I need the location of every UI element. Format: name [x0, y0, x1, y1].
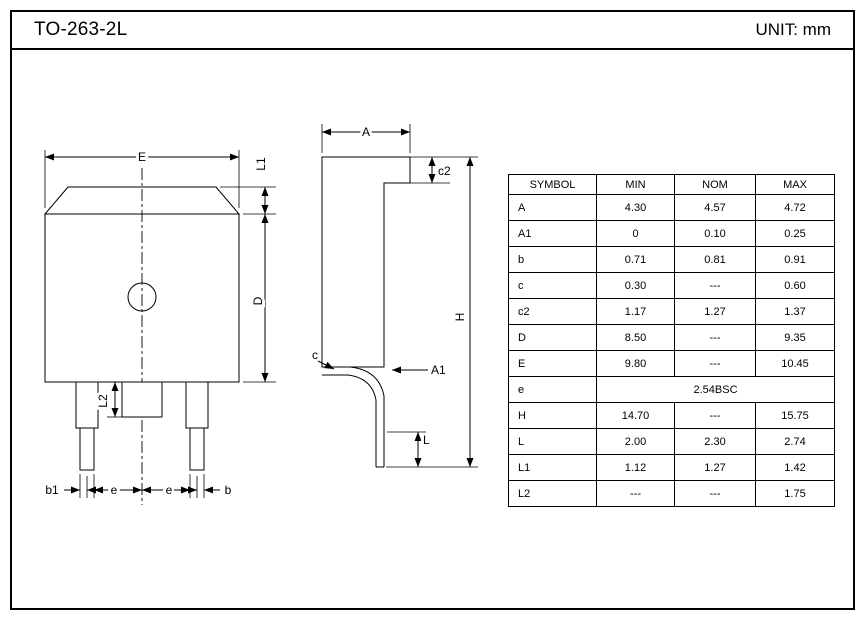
dim-label-e-right: e	[166, 483, 173, 497]
table-row: D 8.50 --- 9.35	[508, 324, 835, 351]
col-header-nom: NOM	[674, 174, 756, 195]
dim-label-A: A	[362, 125, 370, 139]
cell-max: 0.25	[755, 220, 835, 247]
col-header-min: MIN	[596, 174, 675, 195]
cell-nom: 1.27	[674, 454, 756, 481]
cell-symbol: L	[508, 428, 597, 455]
cell-min: 1.17	[596, 298, 675, 325]
cell-symbol: c	[508, 272, 597, 299]
dim-label-H: H	[453, 313, 467, 322]
cell-nom: ---	[674, 402, 756, 429]
cell-symbol: L1	[508, 454, 597, 481]
table-row: L1 1.12 1.27 1.42	[508, 454, 835, 481]
dimension-table: SYMBOL MIN NOM MAX A 4.30 4.57 4.72 A1 0…	[508, 174, 835, 507]
table-header-row: SYMBOL MIN NOM MAX	[508, 174, 835, 195]
table-row: b 0.71 0.81 0.91	[508, 246, 835, 273]
cell-span-value: 2.54BSC	[596, 376, 835, 403]
cell-symbol: E	[508, 350, 597, 377]
cell-min: 0.30	[596, 272, 675, 299]
table-row: E 9.80 --- 10.45	[508, 350, 835, 377]
col-header-max: MAX	[755, 174, 835, 195]
table-row: H 14.70 --- 15.75	[508, 402, 835, 429]
dim-label-b: b	[225, 483, 232, 497]
cell-max: 1.75	[755, 480, 835, 507]
cell-max: 1.42	[755, 454, 835, 481]
cell-min: ---	[596, 480, 675, 507]
cell-min: 0.71	[596, 246, 675, 273]
dim-label-D: D	[251, 296, 265, 305]
cell-max: 0.60	[755, 272, 835, 299]
cell-symbol: A1	[508, 220, 597, 247]
dim-label-L1: L1	[254, 157, 268, 171]
cell-nom: ---	[674, 480, 756, 507]
cell-nom: 4.57	[674, 194, 756, 221]
dim-label-E: E	[138, 150, 146, 164]
drawing-frame: TO-263-2L UNIT: mm	[10, 10, 855, 610]
title-bar: TO-263-2L UNIT: mm	[12, 12, 853, 50]
side-view-dimensions: A c2 c A1 L H	[309, 122, 478, 468]
cell-max: 10.45	[755, 350, 835, 377]
cell-min: 1.12	[596, 454, 675, 481]
cell-min: 4.30	[596, 194, 675, 221]
center-stub	[121, 381, 163, 418]
cell-symbol: L2	[508, 480, 597, 507]
cell-symbol: b	[508, 246, 597, 273]
dim-label-A1: A1	[431, 363, 446, 377]
unit-label: UNIT: mm	[755, 20, 831, 39]
cell-symbol: e	[508, 376, 597, 403]
dim-label-c: c	[312, 348, 318, 362]
side-view	[321, 156, 411, 468]
cell-max: 15.75	[755, 402, 835, 429]
cell-min: 2.00	[596, 428, 675, 455]
table-row: L2 --- --- 1.75	[508, 480, 835, 507]
dim-label-L2: L2	[96, 394, 110, 408]
cell-min: 8.50	[596, 324, 675, 351]
dim-label-L: L	[423, 433, 430, 447]
cell-nom: ---	[674, 272, 756, 299]
dim-label-b1: b1	[45, 483, 59, 497]
table-row: c2 1.17 1.27 1.37	[508, 298, 835, 325]
dim-label-c2: c2	[438, 164, 451, 178]
left-lead-tip	[79, 427, 95, 471]
package-outline-drawing: E L1 D L2	[42, 122, 478, 505]
cell-symbol: c2	[508, 298, 597, 325]
table-row: A 4.30 4.57 4.72	[508, 194, 835, 221]
package-title: TO-263-2L	[34, 19, 128, 40]
cell-symbol: H	[508, 402, 597, 429]
cell-symbol: A	[508, 194, 597, 221]
cell-max: 9.35	[755, 324, 835, 351]
cell-max: 4.72	[755, 194, 835, 221]
lead-bend-outer	[322, 366, 385, 467]
cell-nom: 0.10	[674, 220, 756, 247]
lead-bend-inner	[322, 374, 377, 467]
cell-max: 0.91	[755, 246, 835, 273]
dim-label-e-left: e	[111, 483, 118, 497]
cell-symbol: D	[508, 324, 597, 351]
right-lead-upper	[185, 381, 209, 429]
cell-nom: ---	[674, 324, 756, 351]
cell-min: 14.70	[596, 402, 675, 429]
front-view	[43, 168, 241, 505]
cell-min: 0	[596, 220, 675, 247]
cell-nom: ---	[674, 350, 756, 377]
table-row: A1 0 0.10 0.25	[508, 220, 835, 247]
table-row-e: e 2.54BSC	[508, 376, 835, 403]
table-row: c 0.30 --- 0.60	[508, 272, 835, 299]
left-lead-upper	[75, 381, 99, 429]
col-header-symbol: SYMBOL	[508, 174, 597, 195]
right-lead-tip	[189, 427, 205, 471]
side-body-outline	[321, 156, 411, 368]
cell-max: 1.37	[755, 298, 835, 325]
cell-nom: 1.27	[674, 298, 756, 325]
cell-max: 2.74	[755, 428, 835, 455]
cell-nom: 2.30	[674, 428, 756, 455]
table-row: L 2.00 2.30 2.74	[508, 428, 835, 455]
cell-min: 9.80	[596, 350, 675, 377]
cell-nom: 0.81	[674, 246, 756, 273]
